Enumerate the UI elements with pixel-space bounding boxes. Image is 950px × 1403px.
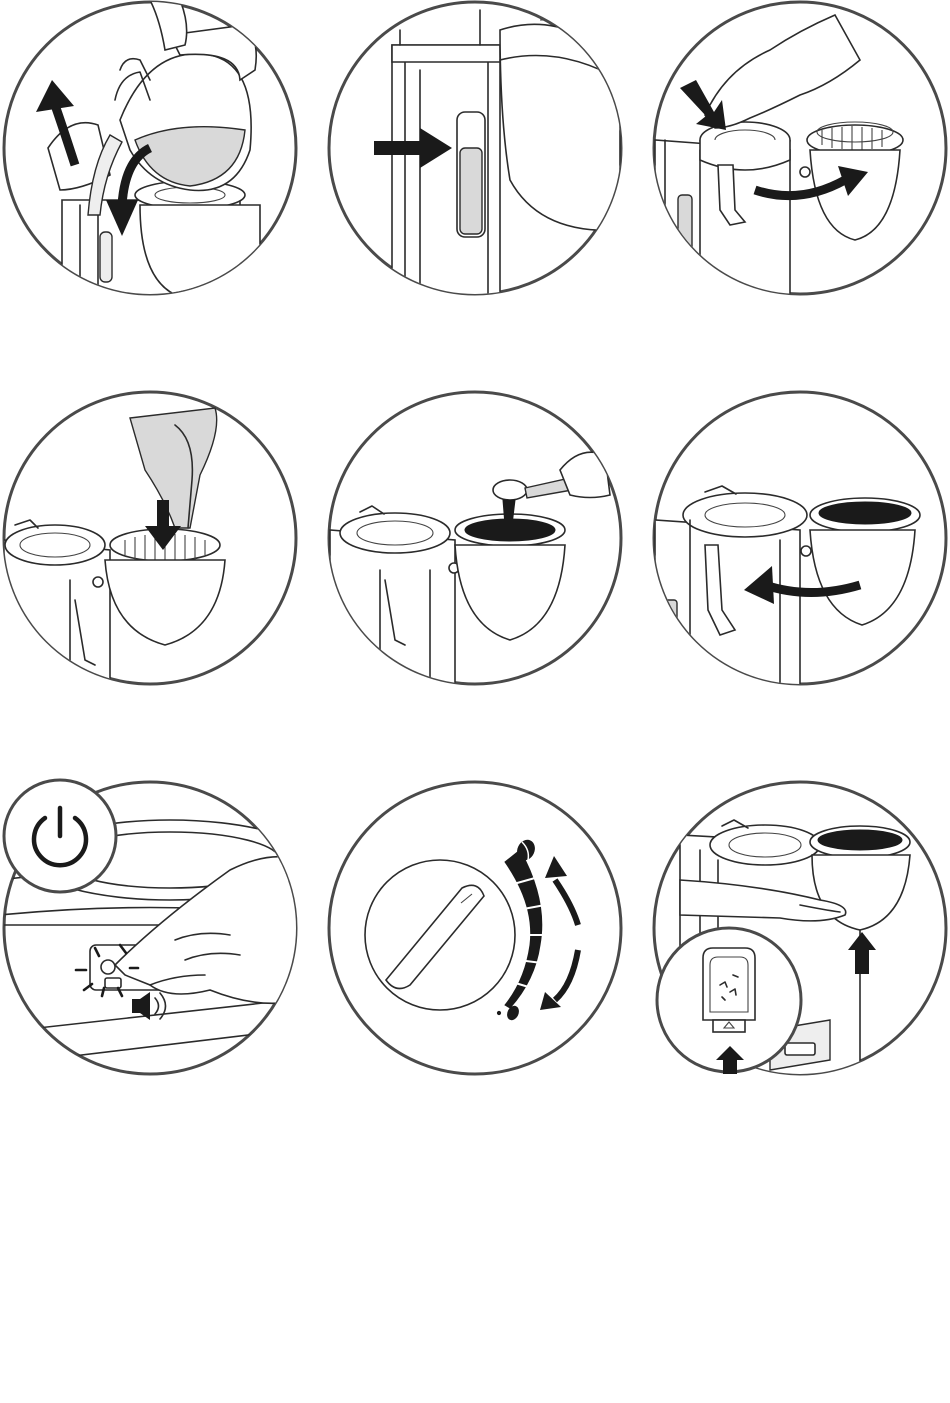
ground-coffee	[819, 502, 911, 524]
level-arrow	[374, 141, 424, 155]
machine-body	[330, 530, 455, 690]
auto-off-button[interactable]	[105, 978, 121, 988]
drip-stop-valve	[703, 948, 755, 1020]
panel-step-3	[654, 2, 946, 300]
panel-step-6	[654, 392, 946, 690]
push-arrow	[723, 1058, 737, 1074]
power-badge	[4, 780, 116, 892]
panel-step-9	[654, 782, 946, 1080]
detail-inset	[657, 928, 801, 1074]
lid	[710, 825, 820, 865]
pivot-screw	[800, 167, 810, 177]
power-button[interactable]	[101, 960, 115, 974]
pivot-screw	[801, 546, 811, 556]
panel-step-4	[4, 392, 296, 690]
panel-step-5	[329, 392, 621, 690]
water-level	[460, 148, 482, 234]
panel-step-1	[4, 0, 296, 300]
ground-coffee	[818, 830, 902, 850]
panel-step-2	[329, 2, 621, 300]
lift-arrow	[855, 948, 869, 974]
panel-step-7	[0, 780, 310, 1074]
measuring-scoop	[493, 480, 527, 500]
lid	[683, 493, 807, 537]
water-window	[100, 232, 112, 282]
panel-step-8	[329, 782, 621, 1074]
insert-arrow	[157, 500, 169, 530]
